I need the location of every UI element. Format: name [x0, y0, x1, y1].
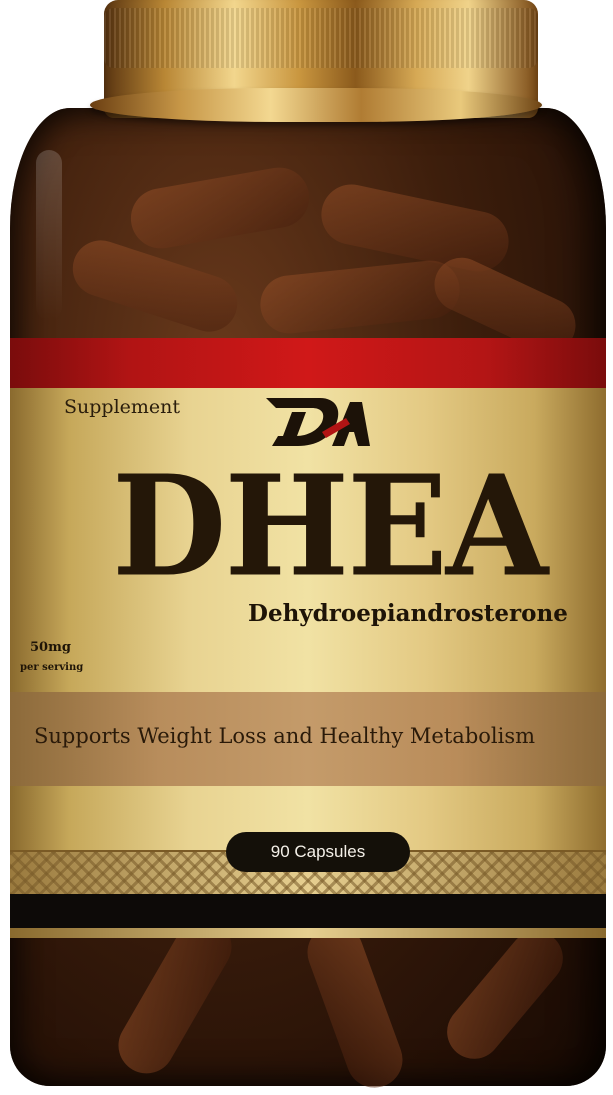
product-name: DHEA	[112, 445, 548, 609]
claim-text: Supports Weight Loss and Healthy Metabol…	[34, 724, 536, 748]
product-full-name: Dehydroepiandrosterone	[248, 600, 568, 627]
brand-logo-icon	[266, 398, 370, 446]
glass-highlight	[36, 150, 62, 320]
dose-text: 50mg	[30, 640, 71, 655]
black-band	[10, 894, 606, 928]
capsule-count: 90 Capsules	[270, 842, 366, 861]
capsule	[257, 257, 463, 337]
cap-ridges	[104, 8, 538, 68]
capsule	[65, 233, 245, 339]
capsule	[126, 162, 314, 254]
cap-rim	[90, 88, 542, 122]
category-text: Supplement	[64, 396, 181, 418]
gold-stripe	[10, 928, 606, 938]
label-red-band	[10, 338, 606, 388]
capsule	[436, 920, 574, 1070]
capsule-count-badge: 90 Capsules	[226, 832, 410, 872]
capsule	[299, 916, 411, 1095]
claim-band	[10, 692, 606, 786]
dose-note: per serving	[20, 662, 84, 673]
